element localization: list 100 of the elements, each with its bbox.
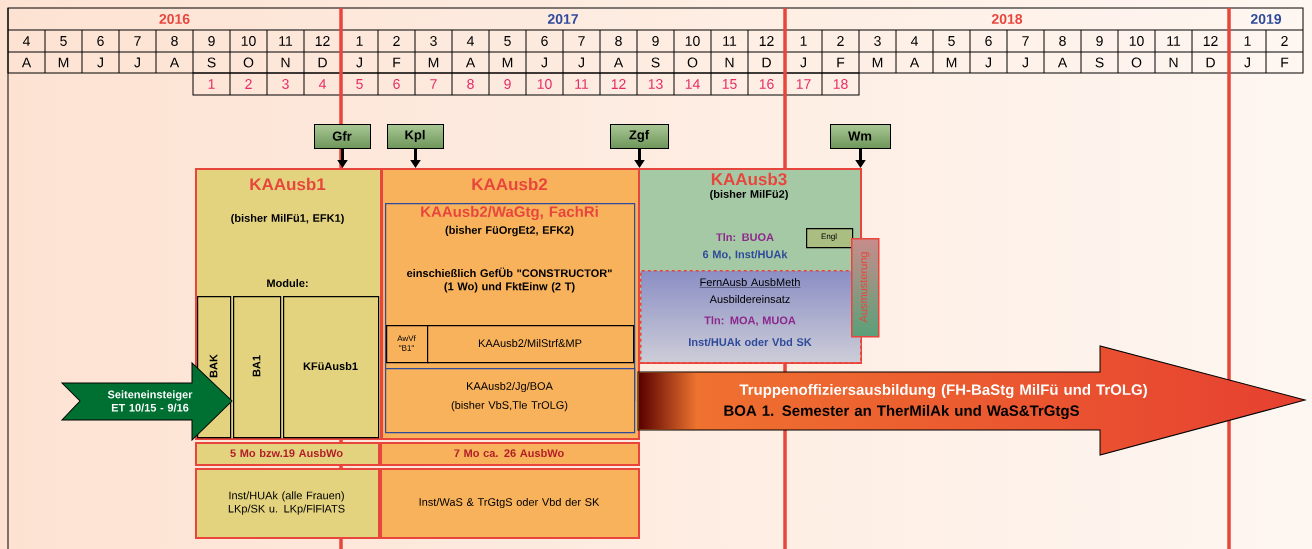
month-letter: S — [207, 57, 216, 68]
month-letter: N — [1169, 57, 1178, 68]
month-letter: A — [21, 57, 32, 68]
month-count: 2 — [245, 79, 252, 89]
month-number: 10 — [1129, 36, 1144, 46]
month-letter: D — [762, 57, 771, 68]
month-number: 5 — [948, 36, 955, 46]
month-count: 17 — [796, 79, 811, 89]
month-letter: J — [1022, 57, 1028, 68]
month-count: 15 — [722, 79, 737, 89]
course-section-box: KAAusb2/Jg/BOA (bisher VbS,Tle TrOLG) — [385, 368, 636, 434]
month-number: 12 — [1203, 36, 1218, 46]
month-letter: N — [281, 57, 290, 68]
month-number: 12 — [759, 36, 774, 46]
month-number: 10 — [241, 36, 256, 46]
month-number: 2 — [393, 36, 400, 46]
year-label: 2017 — [547, 14, 578, 24]
month-letter: F — [1281, 57, 1289, 68]
small-tag: Engl — [806, 228, 854, 249]
month-number: 7 — [134, 36, 141, 46]
month-count: 6 — [393, 79, 400, 89]
duration-box: 5 Mo bzw.19 AusbWo — [195, 442, 380, 466]
location-box: Inst/WaS & TrGtgS oder Vbd der SK — [380, 468, 640, 539]
month-number: 2 — [1281, 36, 1288, 46]
month-number: 9 — [1096, 36, 1103, 46]
year-label: 2018 — [991, 14, 1023, 24]
month-number: 11 — [1167, 36, 1181, 46]
module-box: BA1 — [233, 296, 282, 439]
month-number: 4 — [466, 36, 474, 46]
month-letter: F — [837, 57, 845, 68]
month-number: 5 — [60, 36, 67, 46]
month-number: 8 — [1059, 36, 1066, 46]
month-count: 9 — [504, 79, 511, 89]
month-number: 2 — [837, 36, 844, 46]
month-count: 10 — [537, 79, 552, 89]
course-section-box: AwVf "B1" — [386, 325, 429, 364]
module-box: KFüAusb1 — [283, 296, 380, 439]
month-letter: S — [1095, 57, 1104, 68]
month-number: 3 — [430, 36, 437, 46]
month-number: 1 — [1244, 36, 1251, 46]
month-letter: F — [393, 57, 401, 68]
month-number: 4 — [22, 36, 30, 46]
month-letter: O — [687, 57, 698, 68]
month-letter: M — [502, 57, 513, 68]
month-number: 3 — [874, 36, 881, 46]
vertical-label-box: Ausmusterung — [851, 238, 880, 338]
month-number: 1 — [356, 36, 363, 46]
month-letter: J — [800, 57, 806, 68]
month-number: 11 — [279, 36, 293, 46]
month-letter: J — [356, 57, 362, 68]
month-number: 10 — [685, 36, 700, 46]
month-count: 3 — [282, 79, 289, 89]
month-count: 5 — [356, 79, 363, 89]
month-letter: D — [1206, 57, 1215, 68]
month-number: 6 — [541, 36, 548, 46]
month-count: 11 — [575, 79, 589, 89]
month-count: 12 — [611, 79, 626, 89]
month-letter: A — [465, 57, 476, 68]
month-number: 4 — [910, 36, 918, 46]
month-number: 7 — [578, 36, 585, 46]
month-count: 4 — [318, 79, 326, 89]
month-number: 8 — [171, 36, 178, 46]
month-letter: M — [58, 57, 69, 68]
month-number: 1 — [800, 36, 807, 46]
month-letter: D — [318, 57, 327, 68]
month-number: 7 — [1022, 36, 1029, 46]
month-letter: J — [1244, 57, 1250, 68]
month-number: 6 — [985, 36, 992, 46]
month-letter: O — [1131, 57, 1142, 68]
month-letter: A — [1057, 57, 1068, 68]
month-number: 9 — [208, 36, 215, 46]
month-letter: J — [134, 57, 140, 68]
month-letter: A — [909, 57, 920, 68]
month-number: 8 — [615, 36, 622, 46]
month-count: 18 — [833, 79, 848, 89]
location-box: Inst/HUAk (alle Frauen) LKp/SK u. LKp/FlFlATS — [195, 468, 380, 539]
year-label: 2016 — [159, 14, 190, 24]
month-count: 7 — [430, 79, 437, 89]
month-letter: A — [169, 57, 180, 68]
month-number: 11 — [723, 36, 737, 46]
milestone-tag: Kpl — [387, 124, 444, 149]
year-label: 2019 — [1250, 14, 1282, 24]
month-letter: M — [872, 57, 883, 68]
month-letter: J — [985, 57, 991, 68]
month-count: 14 — [685, 79, 700, 89]
month-letter: M — [428, 57, 439, 68]
month-letter: A — [613, 57, 624, 68]
month-count: 16 — [759, 79, 774, 89]
month-count: 1 — [208, 79, 215, 89]
duration-box: 7 Mo ca. 26 AusbWo — [380, 442, 640, 466]
milestone-tag: Wm — [830, 124, 891, 149]
month-letter: O — [243, 57, 254, 68]
milestone-tag: Gfr — [314, 124, 371, 149]
milestone-tag: Zgf — [610, 124, 669, 149]
month-number: 12 — [315, 36, 330, 46]
month-count: 13 — [648, 79, 663, 89]
month-letter: M — [946, 57, 957, 68]
month-number: 6 — [97, 36, 104, 46]
month-letter: S — [651, 57, 660, 68]
month-number: 9 — [652, 36, 659, 46]
